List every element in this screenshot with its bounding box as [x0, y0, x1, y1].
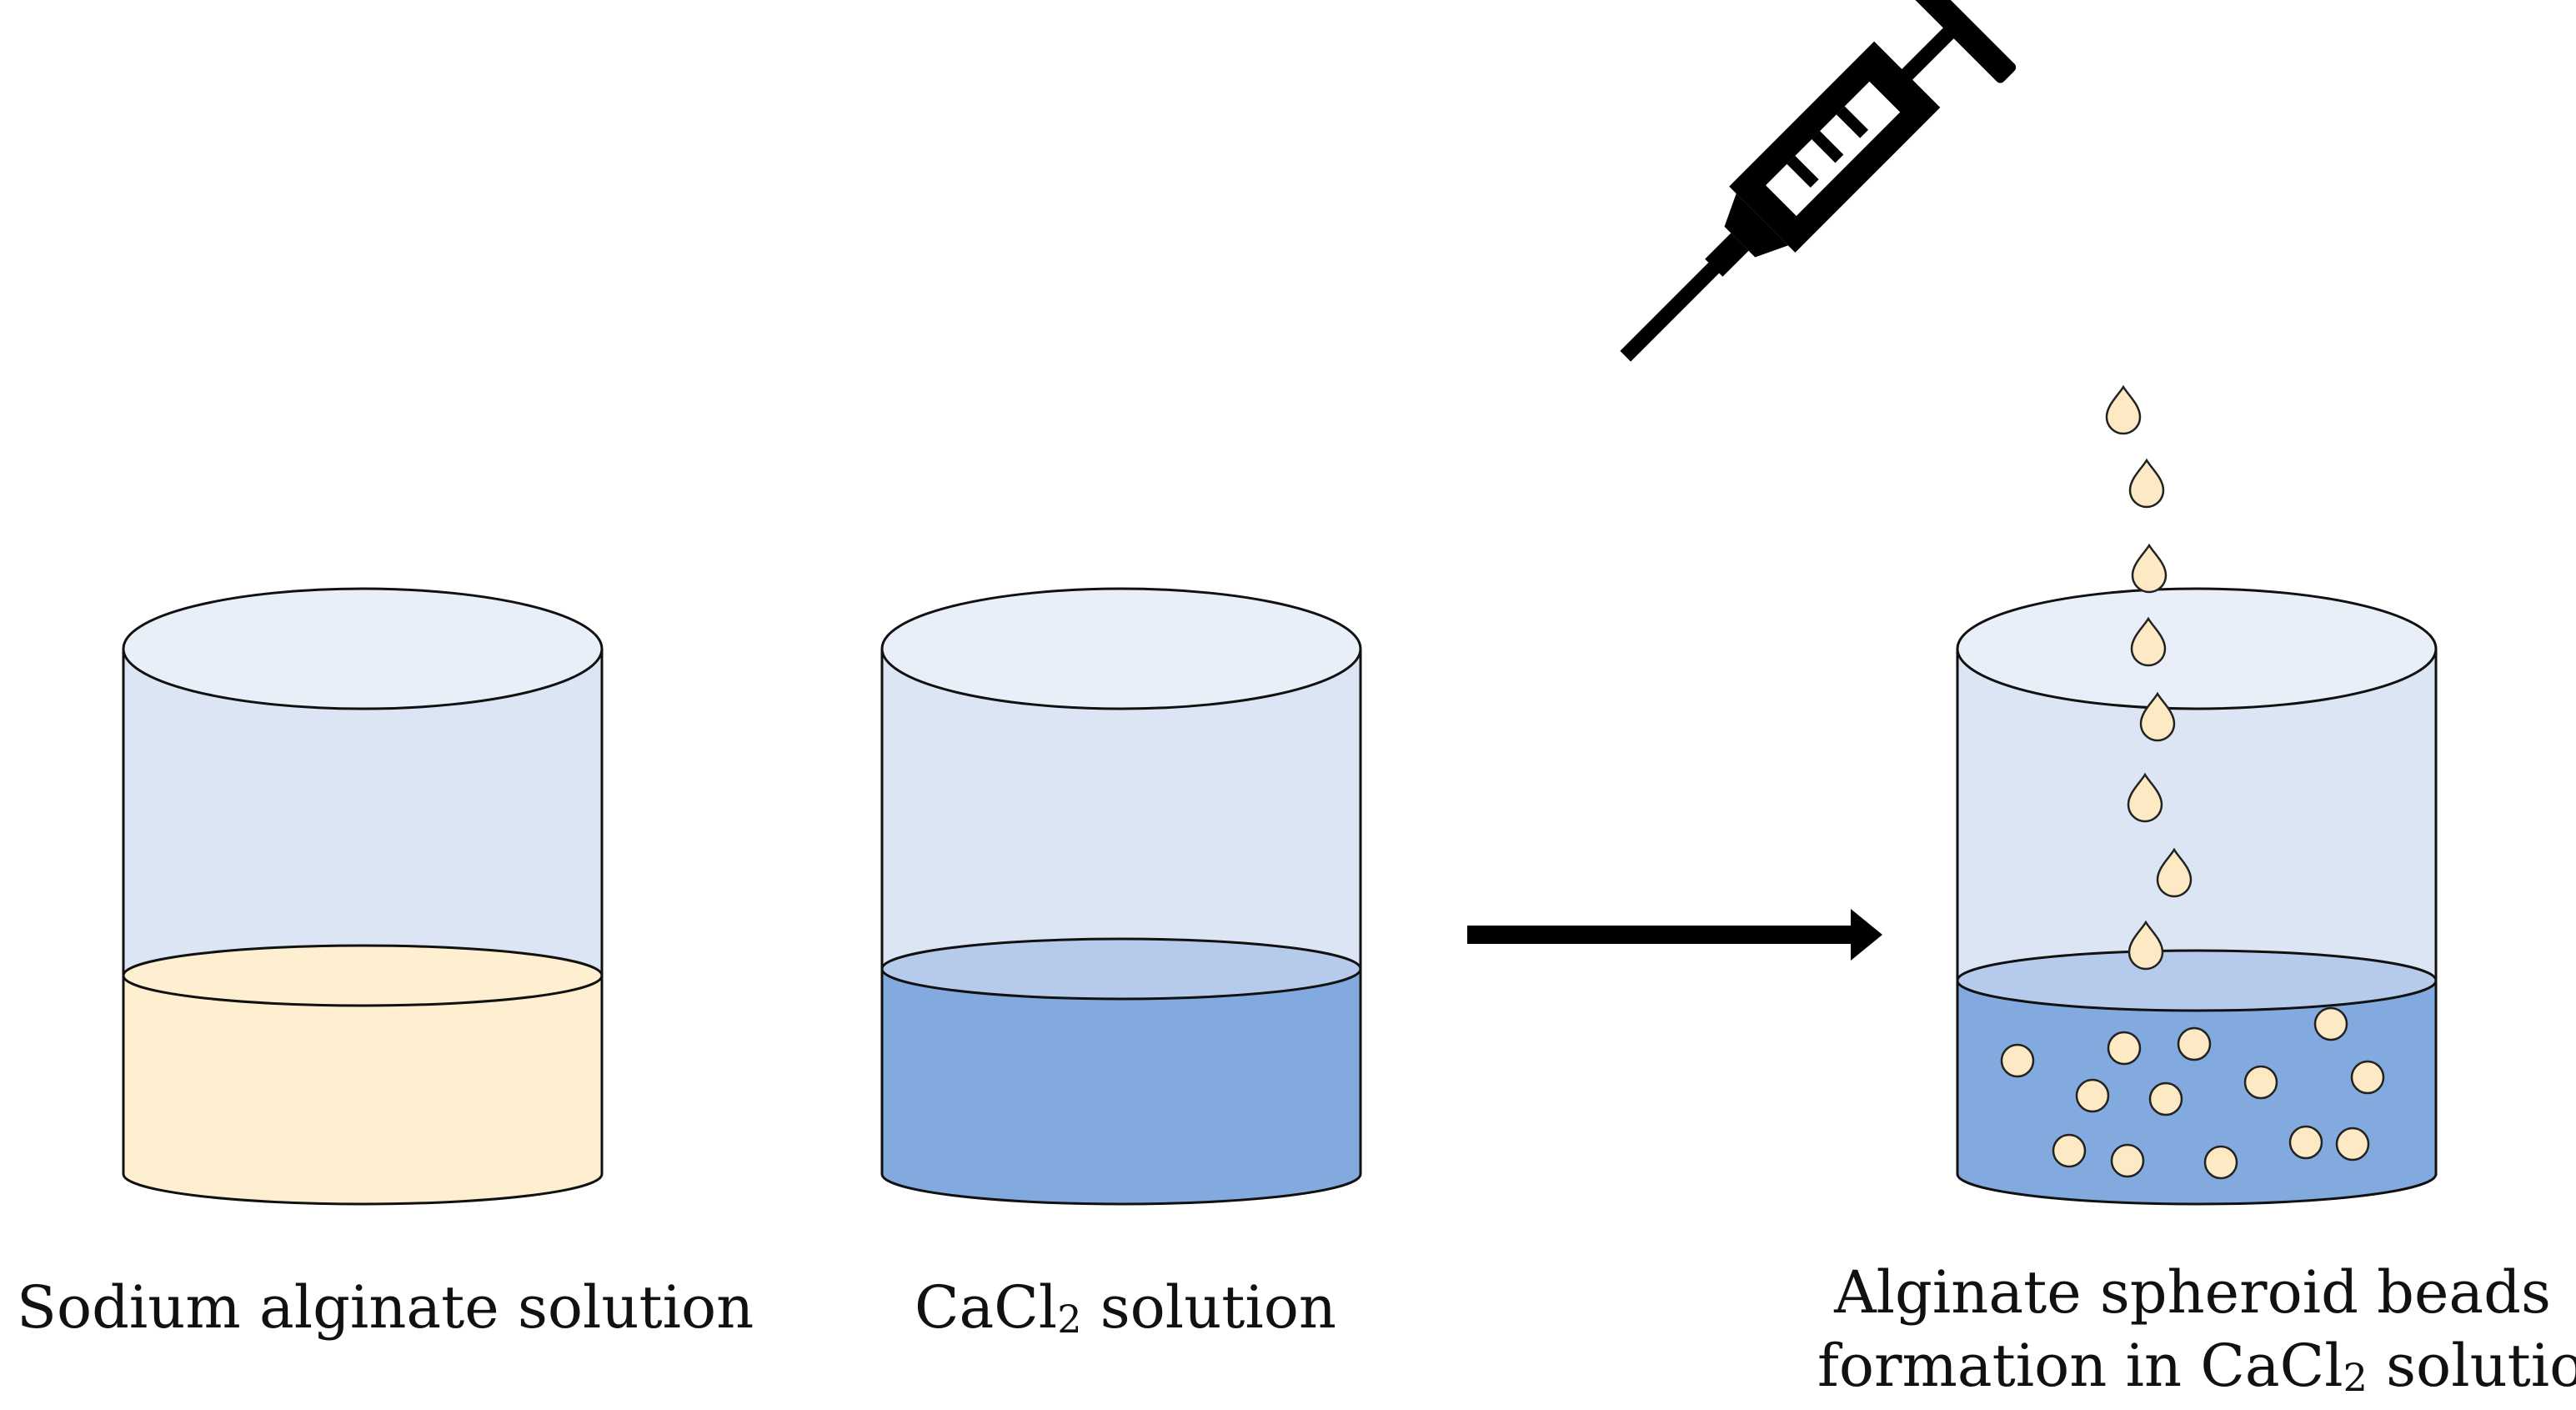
caption-bead-formation-line2: formation in CaCl2 solution [1817, 1332, 2576, 1400]
drop [2131, 544, 2168, 594]
bead [2350, 1060, 2385, 1095]
bead [2075, 1078, 2110, 1113]
bead [2110, 1143, 2145, 1178]
bead [2177, 1026, 2212, 1061]
drop [2105, 385, 2142, 435]
bead [2052, 1133, 2087, 1168]
caption-sodium-alginate: Sodium alginate solution [17, 1273, 754, 1342]
bead [2148, 1081, 2183, 1116]
beaker-rim [880, 587, 1362, 710]
caption-cacl2: CaCl2 solution [914, 1273, 1337, 1342]
caption-bead-formation-line1: Alginate spheroid beads [1834, 1258, 2551, 1327]
alginate-beads [2000, 1006, 2385, 1180]
beaker-sodium-alginate [122, 587, 604, 1206]
bead [2335, 1126, 2370, 1162]
beaker-bead-formation [1956, 587, 2438, 1206]
cacl2-liquid [882, 969, 1361, 1204]
cacl2-surface [880, 937, 1362, 1001]
syringe-icon [1620, 0, 2017, 362]
bead [2000, 1043, 2035, 1078]
alginate-liquid [123, 976, 602, 1204]
alginate-surface [122, 944, 604, 1007]
beaker-cacl2 [880, 587, 1362, 1206]
bead [2107, 1031, 2142, 1066]
cacl2-surface [1956, 949, 2438, 1012]
bead [2203, 1145, 2238, 1180]
bead [2243, 1065, 2278, 1100]
bead [2313, 1006, 2348, 1041]
arrow-right-icon [1467, 909, 1882, 961]
beaker-rim [122, 587, 604, 710]
bead [2288, 1125, 2323, 1160]
drop [2128, 459, 2165, 509]
beaker-rim [1956, 587, 2438, 710]
